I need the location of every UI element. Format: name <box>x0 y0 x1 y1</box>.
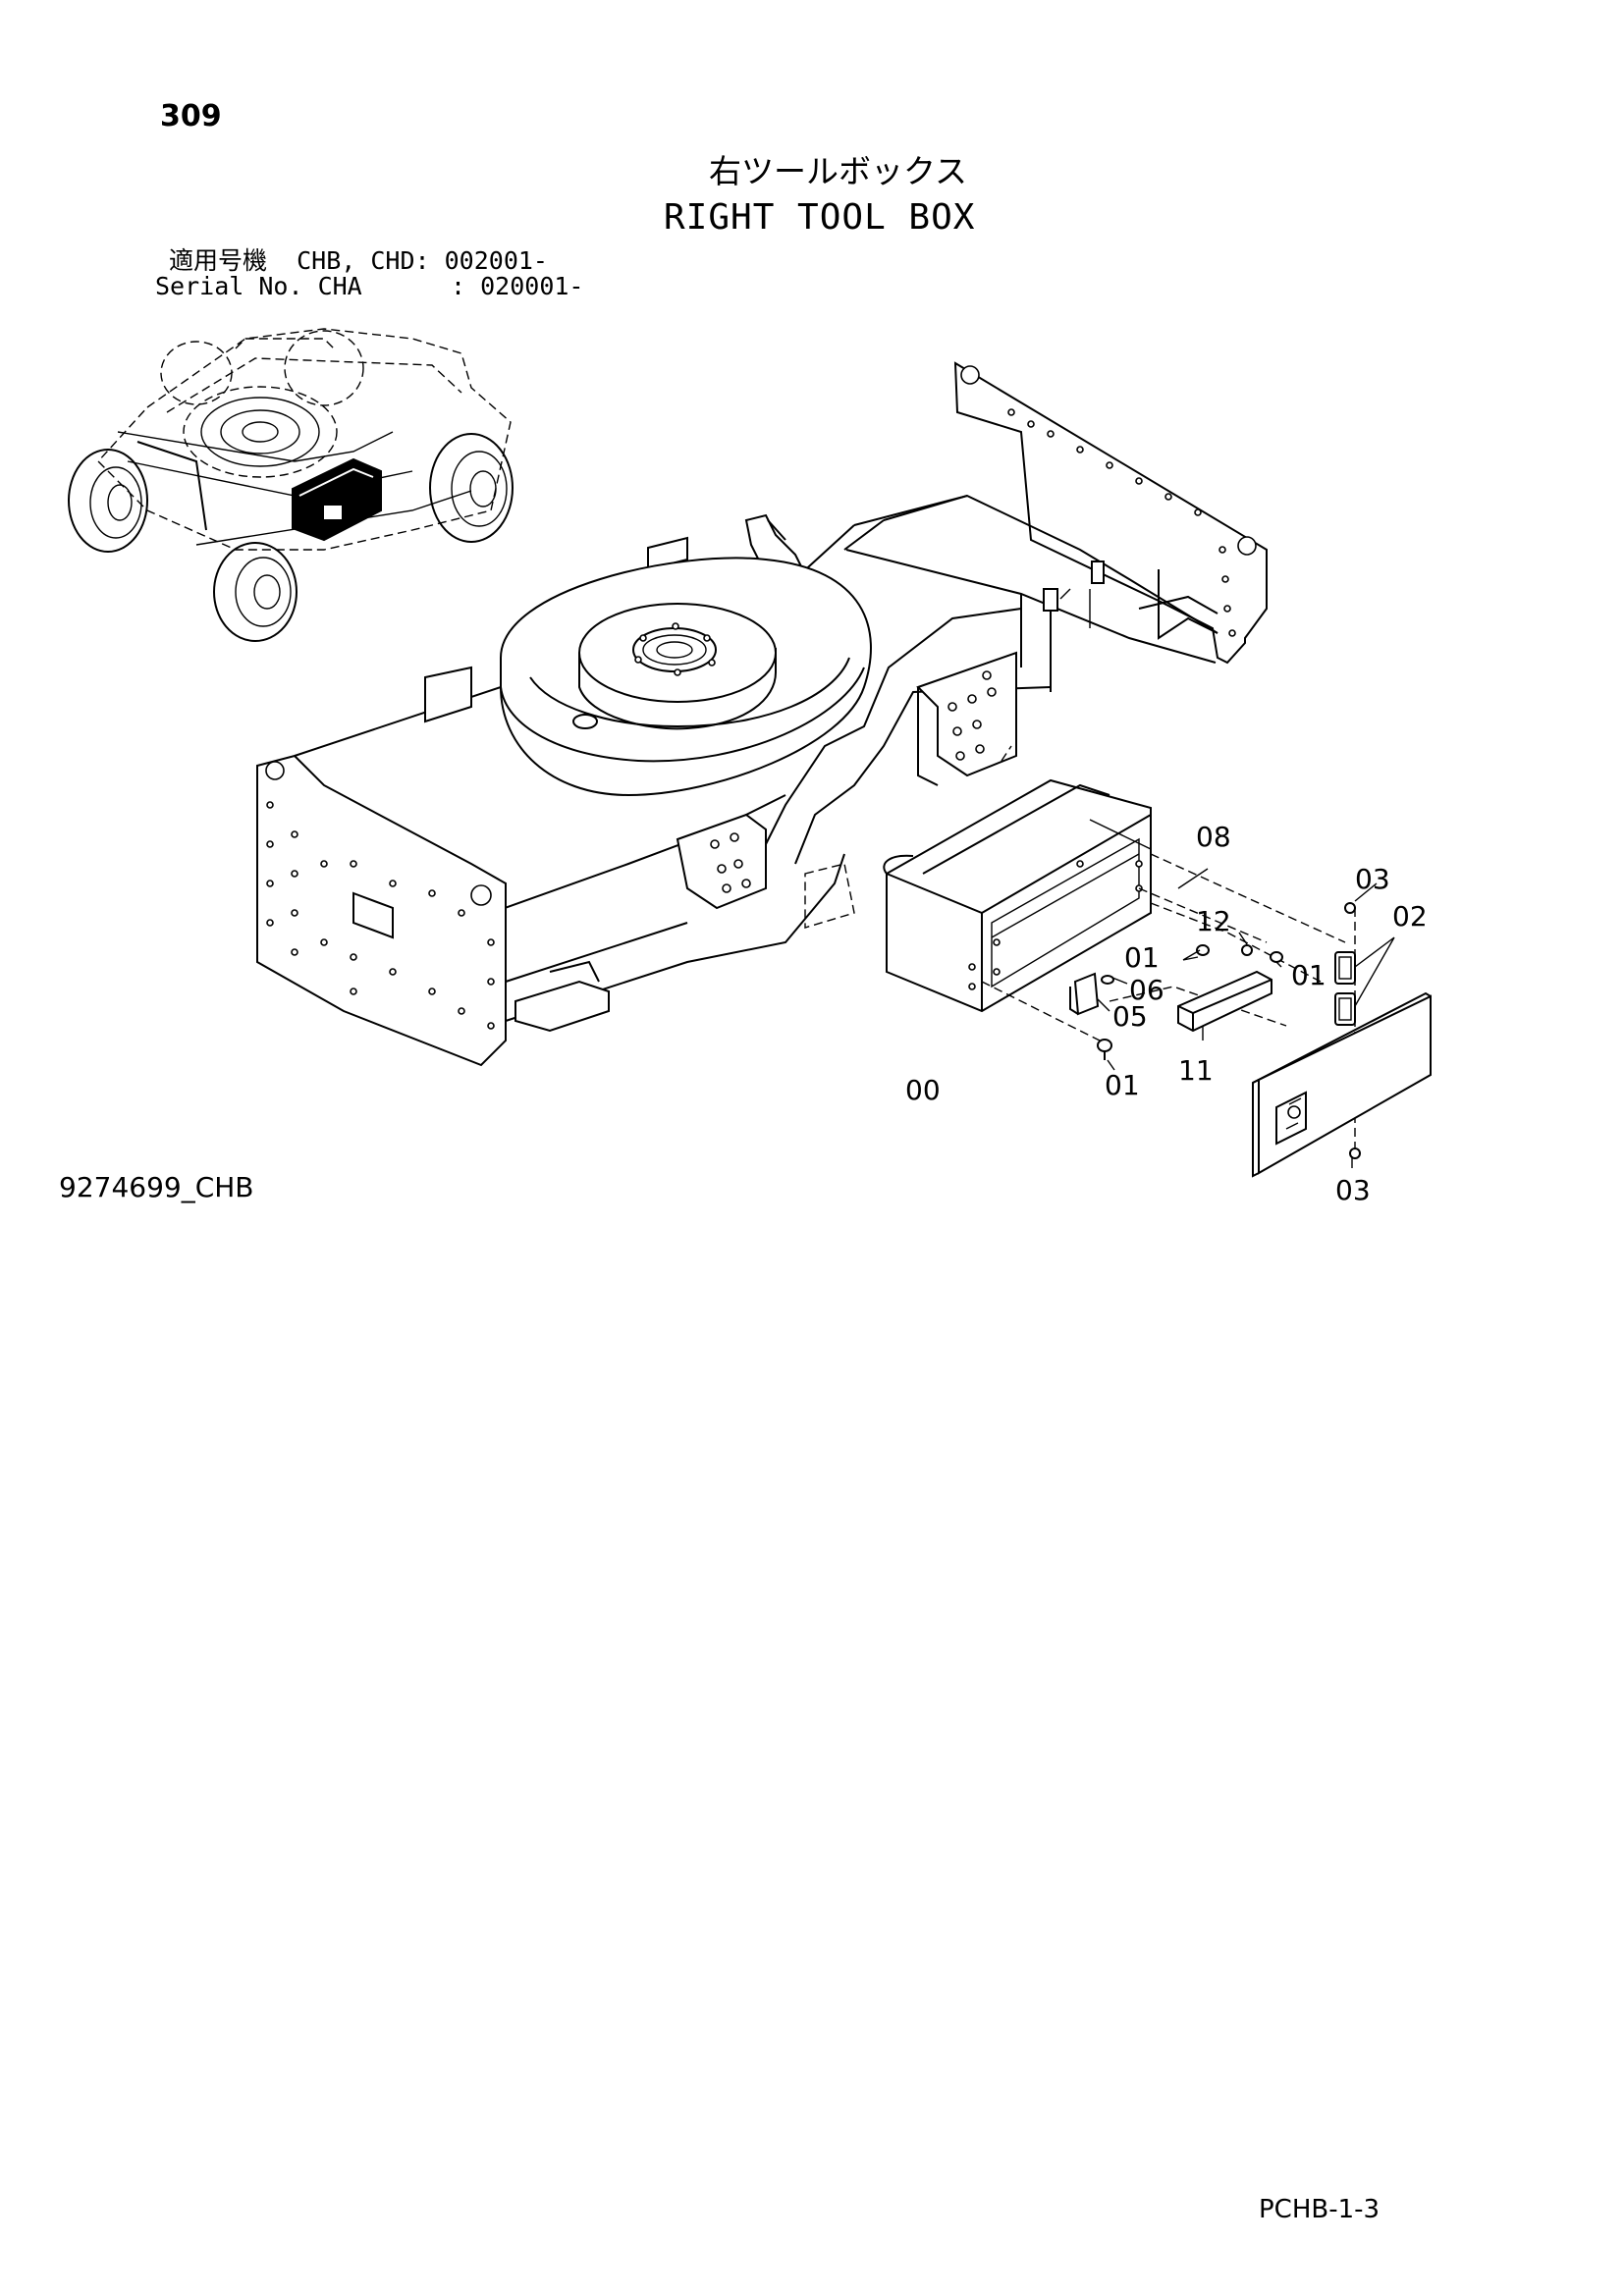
machine-key-map <box>68 328 514 642</box>
swing-bearing <box>500 557 872 797</box>
callout-02: 02 <box>1392 900 1428 933</box>
page-number: 309 <box>160 99 222 133</box>
callout-labels: 00 01 01 01 02 03 03 05 06 08 11 12 <box>905 821 1428 1206</box>
title-english: RIGHT TOOL BOX <box>664 197 976 238</box>
serial-applicability-line: 適用号機 CHB, CHD: 002001- <box>169 246 548 275</box>
callout-01-c: 01 <box>1105 1069 1140 1101</box>
front-plate-bolt-holes <box>266 801 495 1030</box>
serial-number-line: Serial No. CHA : 020001- <box>155 272 584 300</box>
key-map-wheel-front-left <box>68 449 148 553</box>
callout-05: 05 <box>1112 1000 1148 1033</box>
page-code: PCHB-1-3 <box>1259 2195 1380 2224</box>
part-03-screws <box>1344 902 1361 1159</box>
key-map-highlighted-toolbox <box>292 457 382 542</box>
callout-leader-lines <box>1097 868 1395 1168</box>
toolbox-body <box>883 778 1152 1013</box>
key-map-wheel-rear-left <box>160 330 364 406</box>
assembly-guide-lines <box>804 745 1356 1153</box>
part-08-door <box>1252 991 1432 1178</box>
key-map-wheel-front-right <box>213 542 298 642</box>
key-map-wheel-rear-right <box>429 433 514 543</box>
front-frame <box>256 666 845 1067</box>
callout-08: 08 <box>1196 821 1231 853</box>
part-05-bracket <box>1069 972 1100 1016</box>
callout-03-a: 03 <box>1355 863 1390 895</box>
title-japanese: 右ツールボックス <box>709 152 968 190</box>
part-12-spring <box>1241 944 1253 956</box>
callout-06: 06 <box>1129 974 1164 1006</box>
part-11-rail <box>1177 970 1272 1033</box>
callout-01-a: 01 <box>1124 941 1160 974</box>
callout-12: 12 <box>1196 905 1231 937</box>
upper-frame <box>647 361 1268 865</box>
callout-00: 00 <box>905 1074 941 1106</box>
part-06-washer <box>1101 975 1114 985</box>
part-02-latches <box>1334 951 1356 1026</box>
callout-03-b: 03 <box>1335 1174 1371 1206</box>
callout-11: 11 <box>1178 1054 1214 1087</box>
callout-01-b: 01 <box>1291 959 1326 991</box>
rear-plate-bolt-holes <box>1007 408 1236 637</box>
drawing-number: 9274699_CHB <box>59 1171 254 1203</box>
